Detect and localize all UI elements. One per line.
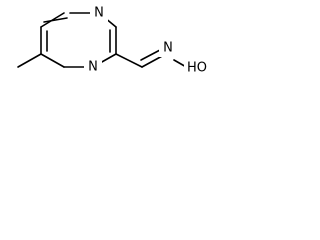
bond-c2-ch [115, 53, 143, 68]
chemical-structure: N N N HO [17, 4, 210, 77]
bond-ring-upper-left [40, 12, 65, 28]
atom-n-ring-bottom: N [88, 60, 98, 75]
atom-oh-oxime: HO [187, 61, 207, 76]
bond-ring-lower-left [40, 53, 65, 68]
bond-ring-c6-c5 [43, 17, 68, 23]
bond-methyl [17, 53, 42, 68]
atom-n-ring-top: N [94, 6, 104, 21]
atom-n-oxime: N [163, 41, 173, 56]
bond-ch-n-double [140, 49, 161, 61]
